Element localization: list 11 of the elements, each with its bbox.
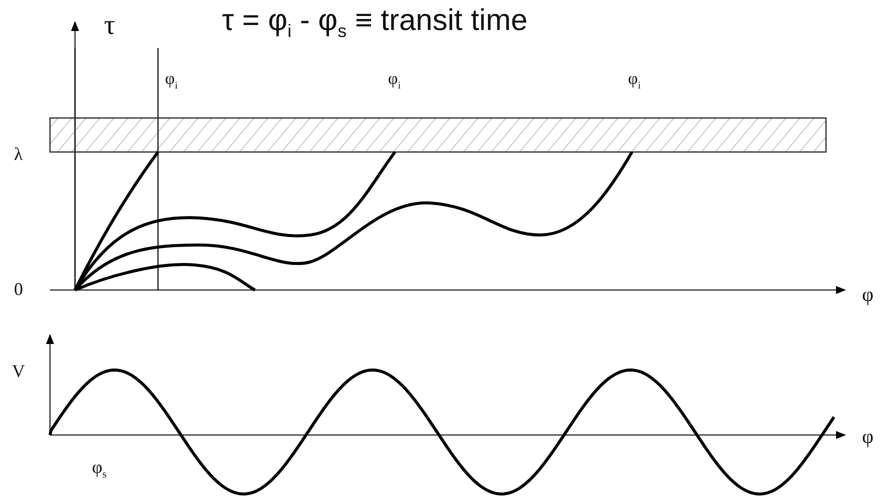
axis-label: 0	[14, 280, 23, 298]
symbol-label: φ$_{s}$	[92, 458, 107, 480]
symbol-label: φ$_{i}$	[628, 70, 641, 92]
symbol-label: φ$_{i}$	[388, 70, 401, 92]
symbol-label: φ$_{i}$	[165, 70, 178, 92]
axis-label: φ	[862, 427, 874, 447]
axis-label: φ	[862, 285, 874, 305]
axis-label: V	[12, 362, 25, 380]
axis-label: λ	[14, 145, 23, 163]
heading: τ = φ$_{i}$ - φ$_{s}$ ≡ transit time	[222, 6, 528, 40]
symbol-label: τ	[104, 12, 116, 40]
